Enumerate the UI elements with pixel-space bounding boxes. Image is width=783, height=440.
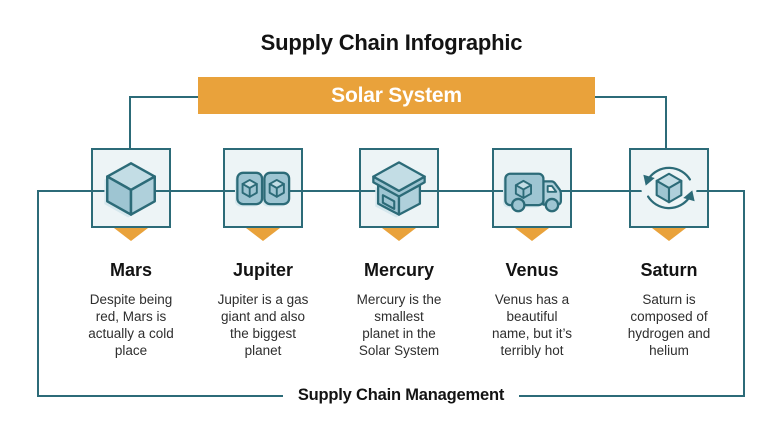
page-title: Supply Chain Infographic [260,30,523,55]
station-title: Saturn [640,260,698,280]
connector-banner-right-v [665,96,667,148]
station-title: Jupiter [232,260,293,280]
station-title: Venus [505,260,559,280]
station-saturn: Saturn Saturn is composed of hydrogen an… [599,148,739,359]
banner-label: Solar System [331,83,462,107]
connector-banner-left-v [129,96,131,148]
packages-icon [234,171,291,207]
station-description: Jupiter is a gas giant and also the bigg… [217,292,309,358]
footer-title: Supply Chain Management [297,386,505,404]
connector-bottom-left-h [37,395,283,397]
solar-system-banner: Solar System [198,77,595,114]
station-venus: Venus Venus has a beautiful name, but it… [462,148,602,359]
station-description: Mercury is the smallest planet in the So… [356,292,442,358]
station-jupiter: Jupiter Jupiter is a gas giant and also … [193,148,333,359]
station-mercury: Mercury Mercury is the smallest planet i… [329,148,469,359]
truck-icon [503,172,563,213]
station-description: Despite being red, Mars is actually a co… [88,292,174,358]
station-card [359,148,439,228]
station-card [91,148,171,228]
orange-arrow-icon [652,228,686,241]
connector-left-v [37,190,39,397]
station-card [629,148,709,228]
connector-banner-right-h [595,96,667,98]
orange-arrow-icon [382,228,416,241]
cube-icon [104,162,156,218]
station-card [223,148,303,228]
connector-banner-left-h [129,96,198,98]
station-description: Venus has a beautiful name, but it’s ter… [491,292,573,358]
connector-bottom-right-h [519,395,745,397]
station-card [492,148,572,228]
station-description: Saturn is composed of hydrogen and heliu… [627,292,711,358]
orange-arrow-icon [246,228,280,241]
cycle-icon [641,160,697,216]
orange-arrow-icon [114,228,148,241]
station-mars: Mars Despite being red, Mars is actually… [61,148,201,359]
station-title: Mercury [363,260,435,280]
box-icon [372,161,426,218]
station-title: Mars [109,260,153,280]
orange-arrow-icon [515,228,549,241]
connector-right-v [743,190,745,397]
